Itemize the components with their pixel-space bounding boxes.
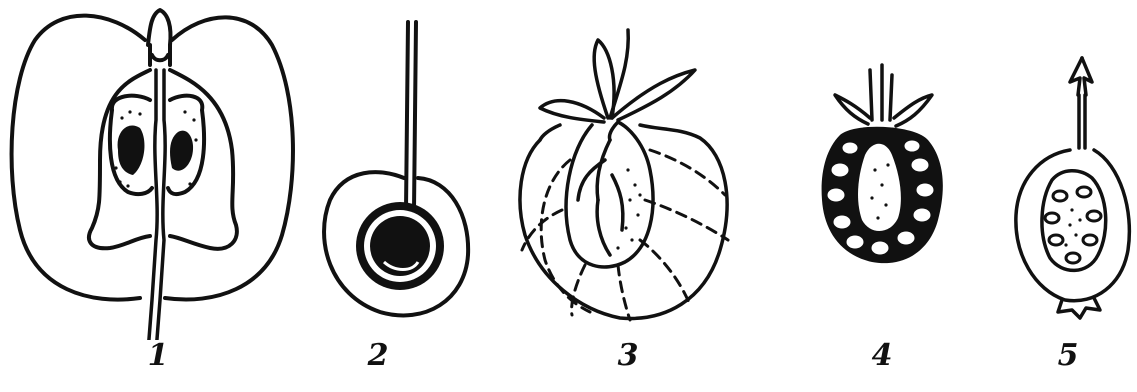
rosehip-cross-section-icon xyxy=(1000,0,1137,340)
figure-1-pear: 1 xyxy=(0,0,300,392)
figure-2-cherry: 2 xyxy=(300,0,500,392)
figure-label: 2 xyxy=(358,338,398,373)
figure-5-rosehip: 5 xyxy=(1000,0,1137,392)
figure-3-strawberry: 3 xyxy=(500,0,750,392)
strawberry-cross-section-icon xyxy=(500,0,750,340)
cherry-cross-section-icon xyxy=(300,0,500,340)
figure-label: 4 xyxy=(862,338,902,373)
figure-label: 3 xyxy=(608,338,648,373)
raspberry-cross-section-icon xyxy=(810,0,960,340)
pear-cross-section-icon xyxy=(0,0,300,340)
figure-label: 1 xyxy=(138,338,178,373)
figure-label: 5 xyxy=(1048,338,1088,373)
figure-4-raspberry: 4 xyxy=(810,0,960,392)
